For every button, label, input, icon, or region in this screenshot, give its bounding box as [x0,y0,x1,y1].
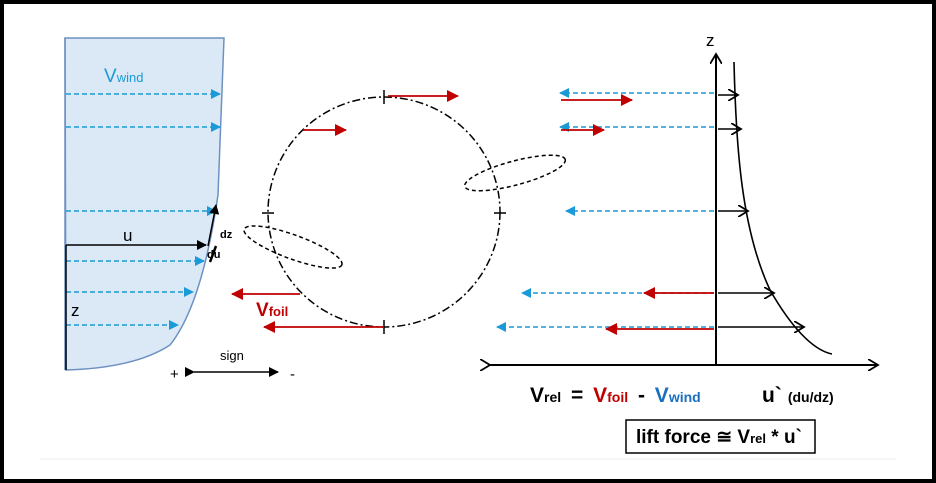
sign-label: sign [220,348,244,363]
u-label: u [123,226,132,245]
wind-profile-panel: Vwind u z dz du sign + - [64,37,295,383]
foil-circle-panel: Vfoil [231,90,567,334]
lift-force-label: lift force ≅ Vrel * u` [636,427,802,448]
dz-arrow [207,204,220,247]
z-axis-label: z [706,31,715,50]
rotation-circle [267,96,501,328]
du-segment [208,245,218,263]
foil-right [463,154,567,192]
plus-sign: + [170,366,179,383]
shear-panel: z Vrel = Vfoil - Vwind u`(du/dz) [490,31,878,454]
v-rel-equation: Vrel = Vfoil - Vwind [530,384,701,407]
z-label: z [71,301,80,320]
lift-force-box [625,419,816,454]
u-prime-label: u`(du/dz) [762,384,834,407]
du-label: du [207,249,220,261]
v-foil-label: Vfoil [256,300,288,321]
wind-profile-shape [64,37,225,371]
dz-label: dz [220,229,233,241]
foil-left [243,225,343,269]
minus-sign: - [290,366,295,383]
shear-curve [733,61,833,355]
v-wind-label: Vwind [104,66,143,87]
